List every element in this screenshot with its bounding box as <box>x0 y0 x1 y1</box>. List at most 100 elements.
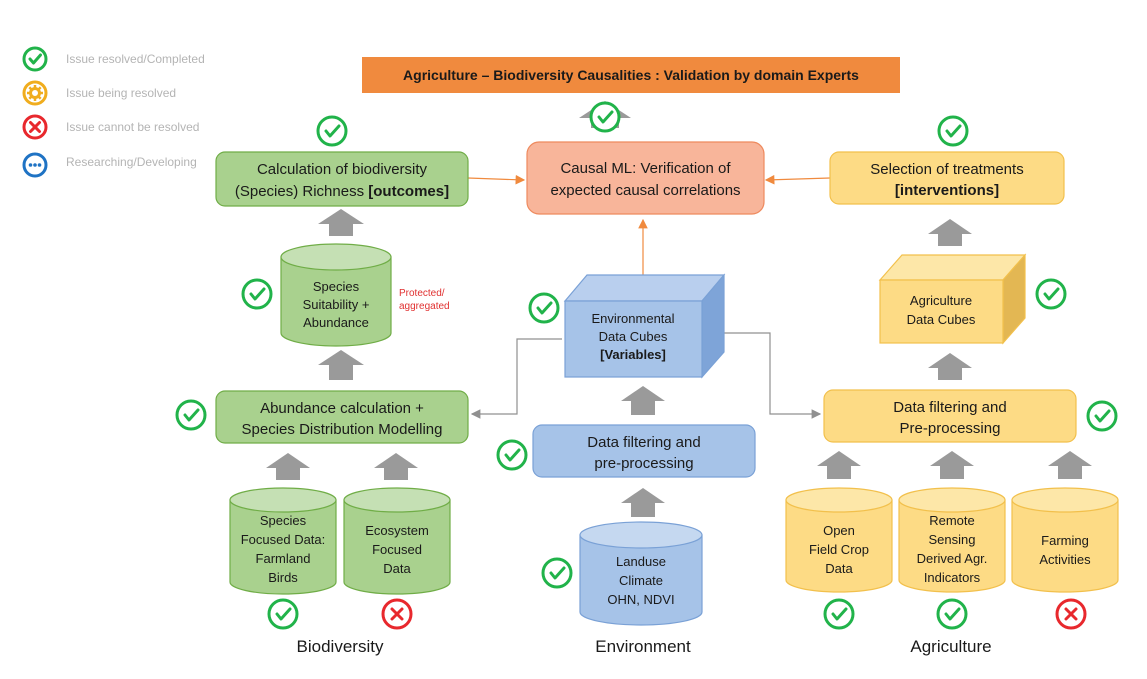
node-line: Data <box>383 561 411 576</box>
node-line: [Variables] <box>600 347 666 362</box>
caption-environment: Environment <box>595 637 691 656</box>
richness-line-2: (Species) Richness [outcomes] <box>235 183 449 200</box>
x-circle-icon <box>22 114 48 140</box>
richness-box: Calculation of biodiversity (Species) Ri… <box>215 151 469 207</box>
env-cube: Environmental Data Cubes [Variables] <box>563 273 726 379</box>
check-circle-icon <box>241 278 273 310</box>
up-arrow <box>928 353 972 380</box>
node-line: Pre-processing <box>900 420 1001 437</box>
x-circle-icon <box>1055 598 1087 630</box>
node-line: Abundance <box>303 315 369 330</box>
ecosystem-focused-cylinder: Ecosystem Focused Data <box>343 487 451 595</box>
node-line: Farmland <box>256 551 311 566</box>
node-line: OHN, NDVI <box>607 592 674 607</box>
node-line: Open <box>823 523 855 538</box>
treatments-box: Selection of treatments [interventions] <box>829 151 1065 205</box>
node-line: Environmental <box>591 311 674 326</box>
causal-ml-box: Causal ML: Verification of expected caus… <box>526 141 765 215</box>
check-circle-icon <box>528 292 560 324</box>
check-circle-icon <box>937 115 969 147</box>
up-arrow <box>266 453 310 480</box>
legend: Issue resolved/Completed Issue being res… <box>22 46 205 178</box>
node-line: Suitability + <box>303 297 370 312</box>
node-line: Focused <box>372 542 422 557</box>
up-arrow <box>621 386 665 415</box>
up-arrow <box>817 451 861 479</box>
connector-treatments-to-causal <box>764 174 831 185</box>
node-line: Agriculture <box>910 293 972 308</box>
check-circle-icon <box>541 557 573 589</box>
suitability-note: Protected/ aggregated <box>399 288 450 312</box>
node-line: (Species) Richness <box>235 183 368 200</box>
node-line: Species <box>260 513 307 528</box>
legend-label: Issue resolved/Completed <box>66 52 205 66</box>
suitability-cylinder: Species Suitability + Abundance <box>280 243 392 347</box>
env-filter-box: Data filtering and pre-processing <box>532 424 756 478</box>
note-line: aggregated <box>399 301 450 312</box>
node-line: Indicators <box>924 570 981 585</box>
open-field-cylinder: Open Field Crop Data <box>785 487 893 593</box>
node-line: [interventions] <box>895 182 999 199</box>
node-line: Climate <box>619 573 663 588</box>
legend-label: Issue cannot be resolved <box>66 120 199 134</box>
check-circle-icon <box>267 598 299 630</box>
up-arrow <box>318 209 364 236</box>
agr-cube: Agriculture Data Cubes <box>878 253 1027 345</box>
connector-richness-to-causal <box>467 174 526 185</box>
node-line: Focused Data: <box>241 532 326 547</box>
diagram-title: Agriculture – Biodiversity Causalities :… <box>403 67 859 83</box>
x-circle-icon <box>381 598 413 630</box>
up-arrow <box>318 350 364 380</box>
node-line: Birds <box>268 570 298 585</box>
node-line: Abundance calculation + <box>260 400 424 417</box>
check-circle-icon <box>936 598 968 630</box>
node-line: Data filtering and <box>893 399 1006 416</box>
up-arrow <box>621 488 665 517</box>
up-arrow <box>1048 451 1092 479</box>
abundance-box: Abundance calculation + Species Distribu… <box>215 390 469 444</box>
node-line: Data <box>825 561 853 576</box>
check-circle-icon <box>823 598 855 630</box>
gear-circle-icon <box>22 80 48 106</box>
legend-item-completed: Issue resolved/Completed <box>22 46 205 72</box>
check-circle-icon <box>1035 278 1067 310</box>
legend-item-being-resolved: Issue being resolved <box>22 80 176 106</box>
check-circle-icon <box>589 101 621 133</box>
node-line: Activities <box>1039 552 1091 567</box>
check-circle-icon <box>22 46 48 72</box>
node-line: Landuse <box>616 554 666 569</box>
node-line: pre-processing <box>594 455 693 472</box>
node-line: Species <box>313 279 360 294</box>
note-line: Protected/ <box>399 288 445 299</box>
agr-filter-box: Data filtering and Pre-processing <box>823 389 1077 443</box>
legend-label: Researching/Developing <box>66 155 197 169</box>
check-circle-icon <box>316 115 348 147</box>
title-banner: Agriculture – Biodiversity Causalities :… <box>362 57 900 93</box>
legend-item-cannot-resolve: Issue cannot be resolved <box>22 114 199 140</box>
node-line: Sensing <box>929 532 976 547</box>
node-line: Data Cubes <box>907 312 976 327</box>
node-line: Calculation of biodiversity <box>257 161 428 178</box>
node-line: Derived Agr. <box>917 551 988 566</box>
dots-circle-icon <box>22 152 48 178</box>
node-line-bold: [outcomes] <box>368 183 449 200</box>
node-line: Remote <box>929 513 975 528</box>
check-circle-icon <box>1086 400 1118 432</box>
caption-agriculture: Agriculture <box>910 637 991 656</box>
legend-label: Issue being resolved <box>66 86 176 100</box>
remote-sensing-cylinder: Remote Sensing Derived Agr. Indicators <box>898 487 1006 593</box>
node-line: Ecosystem <box>365 523 429 538</box>
check-circle-icon <box>496 439 528 471</box>
legend-item-researching: Researching/Developing <box>22 152 197 178</box>
check-circle-icon <box>175 399 207 431</box>
node-line: Causal ML: Verification of <box>560 160 731 177</box>
node-line: expected causal correlations <box>550 182 740 199</box>
connectors <box>467 174 831 419</box>
up-arrow <box>928 219 972 246</box>
status-icons <box>175 101 1118 630</box>
species-focused-cylinder: Species Focused Data: Farmland Birds <box>229 487 337 595</box>
node-line: Field Crop <box>809 542 869 557</box>
connector-envcubes-to-abundance <box>470 338 562 419</box>
